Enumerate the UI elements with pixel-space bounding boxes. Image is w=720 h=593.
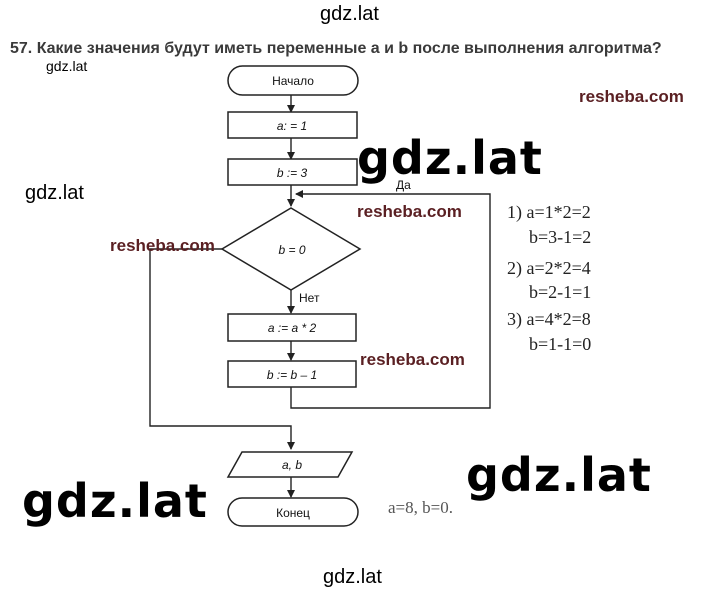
watermark-big-left: gdz.lat bbox=[22, 474, 208, 528]
answer-text: a=8, b=0. bbox=[388, 498, 453, 517]
yes-label: Да bbox=[396, 178, 411, 192]
update-b-label: b := b – 1 bbox=[267, 368, 317, 382]
assign-a-box bbox=[227, 111, 358, 139]
assign-b-label: b := 3 bbox=[277, 166, 308, 180]
solution-step-2a: 2) a=2*2=4 bbox=[507, 258, 591, 278]
watermark-big-center: gdz.lat bbox=[357, 131, 543, 185]
update-b-box bbox=[227, 360, 357, 388]
watermark-left-mid: gdz.lat bbox=[25, 182, 84, 204]
update-a-box bbox=[227, 313, 357, 342]
solution-step-3a: 3) a=4*2=8 bbox=[507, 309, 591, 329]
watermark-resheba-topright: resheba.com bbox=[579, 87, 684, 106]
watermark-top: gdz.lat bbox=[320, 3, 379, 25]
condition-diamond bbox=[220, 207, 362, 291]
end-terminal bbox=[227, 497, 359, 527]
watermark-small-left: gdz.lat bbox=[46, 58, 88, 74]
question-text: 57. Какие значения будут иметь переменны… bbox=[10, 40, 662, 57]
start-terminal bbox=[227, 65, 359, 96]
solution-step-1a: 1) a=1*2=2 bbox=[507, 202, 591, 222]
update-a-label: a := a * 2 bbox=[268, 321, 317, 335]
watermark-big-right: gdz.lat bbox=[466, 448, 652, 502]
output-parallelogram bbox=[226, 451, 354, 478]
end-label: Конец bbox=[276, 506, 310, 520]
solution-step-2b: b=2-1=1 bbox=[529, 282, 592, 302]
condition-label: b = 0 bbox=[278, 243, 305, 257]
watermark-bottom: gdz.lat bbox=[323, 566, 382, 588]
solution-step-1b: b=3-1=2 bbox=[529, 227, 592, 247]
no-label: Нет bbox=[299, 291, 320, 305]
solution-step-3b: b=1-1=0 bbox=[529, 334, 592, 354]
start-label: Начало bbox=[272, 74, 314, 88]
output-label: a, b bbox=[282, 458, 302, 472]
assign-a-label: a: = 1 bbox=[277, 119, 307, 133]
watermark-resheba-lower: resheba.com bbox=[360, 350, 465, 369]
assign-b-box bbox=[227, 158, 358, 186]
watermark-resheba-left: resheba.com bbox=[110, 236, 215, 255]
watermark-resheba-mid: resheba.com bbox=[357, 202, 462, 221]
